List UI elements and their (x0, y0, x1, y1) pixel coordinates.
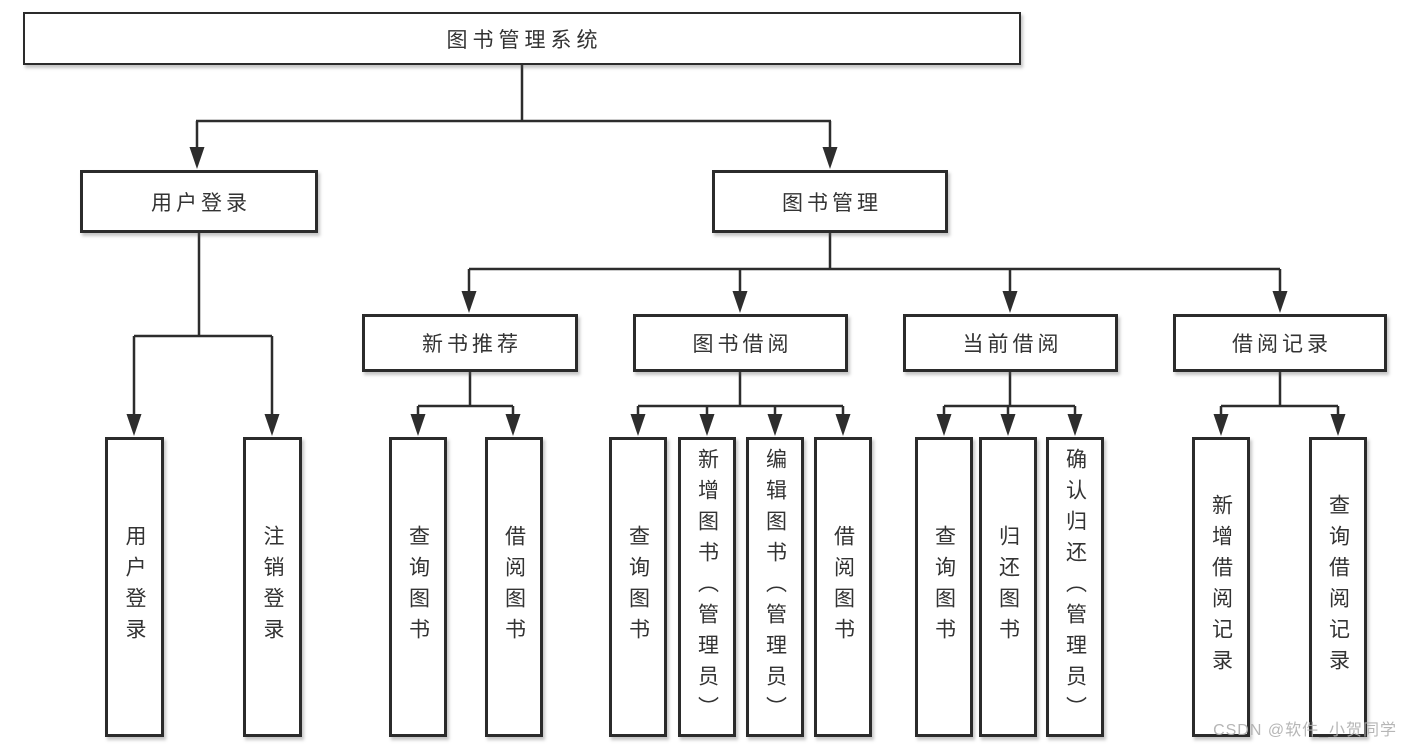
node-book-management-branch-label: 图书管理 (782, 191, 882, 215)
leaf-confirm-return-admin: 确认归还（管理员） (1046, 437, 1104, 737)
node-user-login-branch-label: 用户登录 (151, 191, 251, 215)
leaf-add-books-admin-label: 新增图书（管理员） (695, 447, 719, 727)
leaf-query-books-recommend: 查询图书 (389, 437, 447, 737)
node-borrowing-records: 借阅记录 (1173, 314, 1387, 372)
connector-paths (132, 64, 1340, 419)
node-new-book-recommend-label: 新书推荐 (422, 333, 522, 356)
watermark-text: CSDN @软件_小贺同学 (1213, 722, 1397, 739)
leaf-logout-label: 注销登录 (261, 525, 284, 649)
leaf-add-books-admin: 新增图书（管理员） (678, 437, 736, 737)
leaf-query-books-borrowing: 查询图书 (609, 437, 667, 737)
leaf-add-borrow-record-label: 新增借阅记录 (1209, 494, 1233, 680)
leaf-return-books-label: 归还图书 (996, 525, 1020, 649)
leaf-add-borrow-record: 新增借阅记录 (1192, 437, 1250, 737)
leaf-confirm-return-admin-label: 确认归还（管理员） (1063, 447, 1087, 727)
leaf-logout: 注销登录 (243, 437, 302, 737)
leaf-query-books-recommend-label: 查询图书 (406, 525, 430, 649)
node-user-login-branch: 用户登录 (80, 170, 318, 233)
node-book-management-branch: 图书管理 (712, 170, 948, 233)
node-borrowing-records-label: 借阅记录 (1232, 333, 1332, 356)
leaf-borrow-books-recommend: 借阅图书 (485, 437, 543, 737)
leaf-user-login: 用户登录 (105, 437, 164, 737)
leaf-edit-books-admin: 编辑图书（管理员） (746, 437, 804, 737)
leaf-borrow-books-borrowing-label: 借阅图书 (831, 525, 855, 649)
arrowheads (126, 147, 1346, 436)
node-library-system-root-label: 图书管理系统 (446, 28, 603, 52)
leaf-edit-books-admin-label: 编辑图书（管理员） (763, 447, 787, 727)
leaf-query-books-borrowing-label: 查询图书 (626, 525, 650, 649)
leaf-borrow-books-recommend-label: 借阅图书 (502, 525, 526, 649)
node-book-borrowing-label: 图书借阅 (692, 333, 793, 356)
leaf-query-borrow-record-label: 查询借阅记录 (1326, 494, 1350, 680)
node-library-system-root: 图书管理系统 (23, 12, 1021, 65)
leaf-query-books-current-label: 查询图书 (932, 525, 956, 649)
node-current-borrowing-label: 当前借阅 (962, 333, 1063, 356)
node-new-book-recommend: 新书推荐 (362, 314, 578, 372)
leaf-return-books: 归还图书 (979, 437, 1037, 737)
node-book-borrowing: 图书借阅 (633, 314, 848, 372)
leaf-user-login-label: 用户登录 (123, 525, 146, 649)
leaf-query-borrow-record: 查询借阅记录 (1309, 437, 1367, 737)
leaf-borrow-books-borrowing: 借阅图书 (814, 437, 872, 737)
node-current-borrowing: 当前借阅 (903, 314, 1118, 372)
leaf-query-books-current: 查询图书 (915, 437, 973, 737)
